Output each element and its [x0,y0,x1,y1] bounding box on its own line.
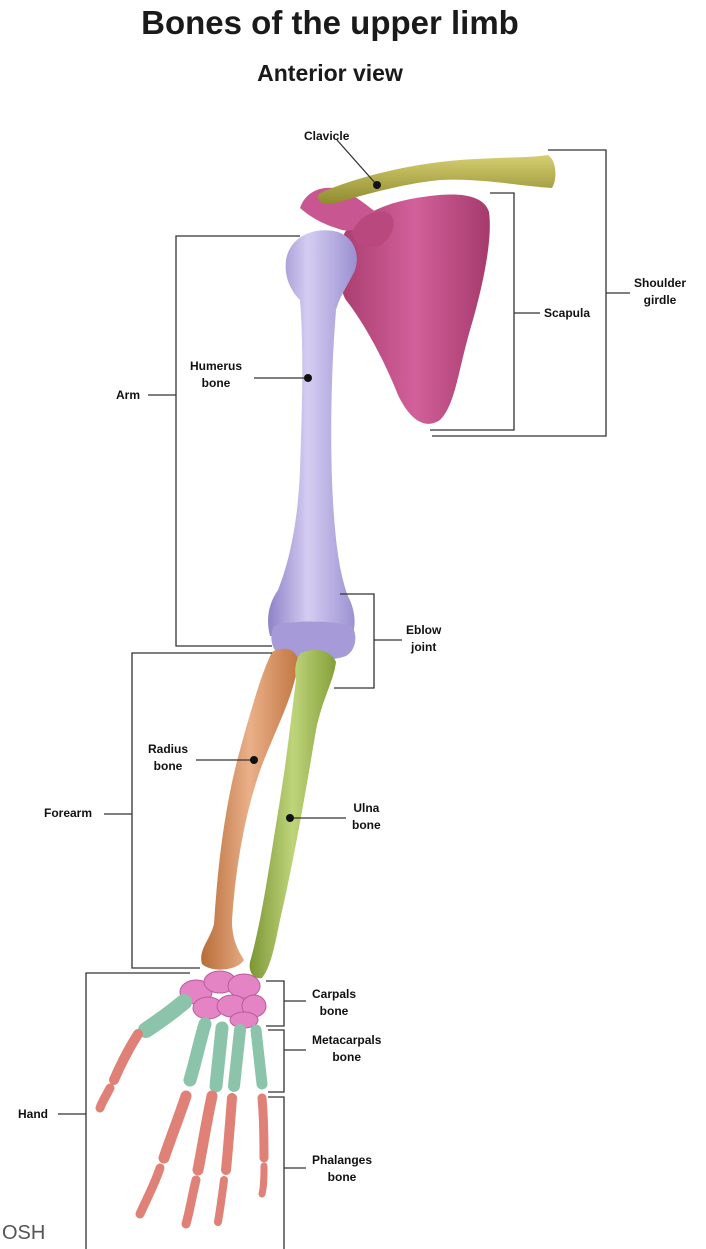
carpal-bones [180,971,266,1028]
label-radius-line1: Radius [148,741,188,758]
label-carpals-line2: bone [312,1003,356,1020]
label-phalanges: Phalanges bone [312,1152,372,1186]
label-elbow-joint: Eblow joint [406,622,441,656]
label-carpals-line1: Carpals [312,986,356,1003]
label-radius: Radius bone [148,741,188,775]
label-phalanges-line2: bone [312,1169,372,1186]
label-metacarpals: Metacarpals bone [312,1032,381,1066]
label-hand: Hand [18,1106,48,1123]
watermark: OSH [2,1222,45,1245]
label-scapula: Scapula [544,305,590,322]
label-radius-line2: bone [148,758,188,775]
label-shoulder-girdle-line2: girdle [634,292,686,309]
label-humerus-line2: bone [190,375,242,392]
label-humerus-line1: Humerus [190,358,242,375]
label-arm: Arm [116,387,140,404]
label-metacarpals-line2: bone [312,1049,381,1066]
label-elbow-line1: Eblow [406,622,441,639]
label-clavicle: Clavicle [304,128,349,145]
label-phalanges-line1: Phalanges [312,1152,372,1169]
label-forearm: Forearm [44,805,92,822]
label-ulna: Ulna bone [352,800,381,834]
label-shoulder-girdle: Shoulder girdle [634,275,686,309]
label-humerus: Humerus bone [190,358,242,392]
label-elbow-line2: joint [406,639,441,656]
label-carpals: Carpals bone [312,986,356,1020]
label-ulna-line1: Ulna [352,800,381,817]
label-shoulder-girdle-line1: Shoulder [634,275,686,292]
label-ulna-line2: bone [352,817,381,834]
label-metacarpals-line1: Metacarpals [312,1032,381,1049]
